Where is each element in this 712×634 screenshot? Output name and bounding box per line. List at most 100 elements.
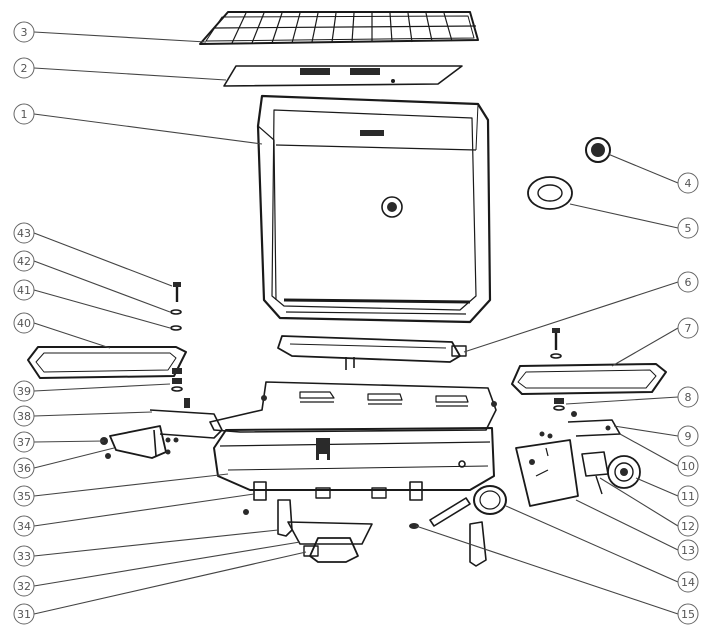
right-bracket [567,411,621,437]
callout-34-circle [13,515,35,537]
callout-33-circle [13,545,35,567]
callout-32-label: 32 [17,580,31,593]
leader-line-3 [33,31,207,43]
callout-9-circle [677,425,699,447]
leader-line-34 [33,493,255,527]
callout-5: 5 [677,217,699,239]
callout-12-label: 12 [681,520,695,533]
callout-13-label: 13 [681,544,695,557]
callout-4: 4 [677,172,699,194]
leader-line-32 [33,541,301,587]
leader-line-11 [635,477,679,497]
leader-line-37 [33,440,105,443]
leader-line-4 [607,153,679,184]
grease-cup [303,545,319,557]
callout-2: 2 [13,57,35,79]
callout-40-label: 40 [17,317,31,330]
callout-7: 7 [677,317,699,339]
leader-line-35 [33,473,229,497]
burner-tube [277,335,467,370]
heat-plate [223,65,463,87]
leader-line-1 [33,113,263,145]
callout-4-circle [677,172,699,194]
callout-2-label: 2 [21,62,28,75]
knob-bezel [527,176,573,210]
callout-42: 42 [13,250,35,272]
callout-4-label: 4 [685,177,692,190]
control-panel [515,431,579,507]
leader-line-10 [619,433,679,467]
callout-40: 40 [13,312,35,334]
callout-8-circle [677,386,699,408]
callout-39-circle [13,380,35,402]
leader-line-42 [33,260,171,313]
callout-33-label: 33 [17,550,31,563]
base-legs [243,481,423,515]
callout-37: 37 [13,431,35,453]
callout-43-circle [13,222,35,244]
control-knob [585,137,611,163]
callout-42-label: 42 [17,255,31,268]
grill-lid [256,94,492,324]
leader-line-36 [33,447,115,469]
callout-11-label: 11 [681,490,695,503]
leader-line-38 [33,411,153,417]
leader-line-43 [33,232,173,287]
callout-13: 13 [677,539,699,561]
leader-line-31 [33,551,307,615]
left-screw-stack [170,282,182,331]
regulator-valve [581,451,641,495]
left-end-cap [100,425,179,459]
callout-10-circle [677,455,699,477]
regulator-cap [473,485,507,515]
callout-40-circle [13,312,35,334]
callout-8: 8 [677,386,699,408]
callout-12-circle [677,515,699,537]
callout-35-circle [13,485,35,507]
callout-37-circle [13,431,35,453]
callout-5-label: 5 [685,222,692,235]
leader-line-14 [505,505,679,583]
callout-3-circle [13,21,35,43]
callout-38-label: 38 [17,410,31,423]
callout-31-label: 31 [17,608,31,621]
callout-7-circle [677,317,699,339]
callout-11-circle [677,485,699,507]
callout-1-label: 1 [21,108,28,121]
callout-8-label: 8 [685,391,692,404]
left-washers [171,368,183,392]
firebox [209,381,497,491]
right-washers [553,398,565,411]
callout-43-label: 43 [17,227,31,240]
callout-34: 34 [13,515,35,537]
callout-37-label: 37 [17,436,31,449]
callout-32-circle [13,575,35,597]
leader-line-13 [575,499,679,551]
callout-14-circle [677,571,699,593]
callout-14-label: 14 [681,576,695,589]
callout-39: 39 [13,380,35,402]
gas-tube [409,497,487,567]
callout-2-circle [13,57,35,79]
callout-36: 36 [13,457,35,479]
leader-line-5 [569,203,679,229]
leader-line-7 [611,327,679,367]
leader-line-6 [463,281,679,353]
callout-6-label: 6 [685,276,692,289]
callout-43: 43 [13,222,35,244]
callout-10: 10 [677,455,699,477]
callout-34-label: 34 [17,520,31,533]
leader-lines [33,31,679,615]
callout-9-label: 9 [685,430,692,443]
callout-1-circle [13,103,35,125]
callout-31: 31 [13,603,35,625]
callout-31-circle [13,603,35,625]
leader-line-33 [33,529,279,557]
leader-line-39 [33,383,171,392]
leader-line-2 [33,67,227,81]
callout-9: 9 [677,425,699,447]
callout-15-label: 15 [681,608,695,621]
grease-tray [287,521,373,563]
callout-3-label: 3 [21,26,28,39]
